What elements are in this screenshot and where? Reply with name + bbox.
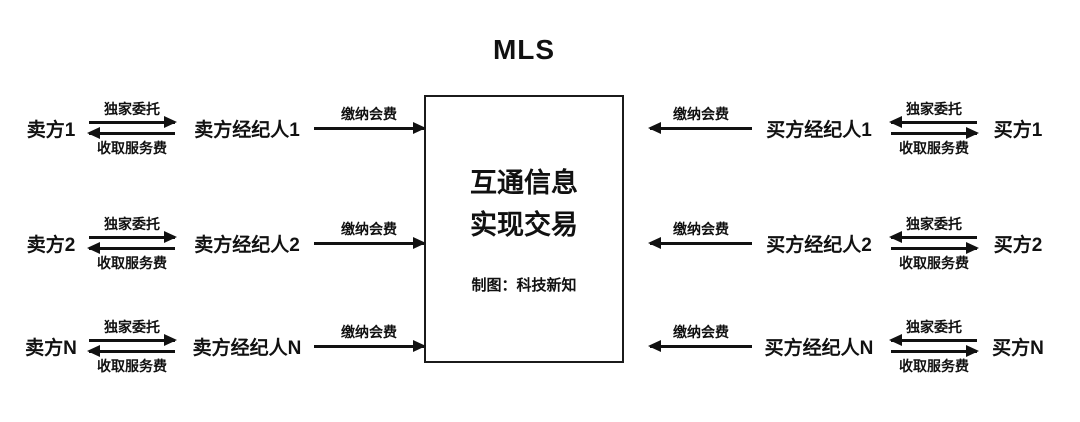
exclusive-commission-arrow-icon [891,338,977,342]
service-fee-label: 收取服务费 [899,357,969,374]
buyer-row-2: 缴纳会费 买方经纪人2 独家委托 收取服务费 买方2 [650,207,1050,279]
exclusive-commission-label: 独家委托 [104,215,160,232]
seller-row-n: 卖方N 独家委托 收取服务费 卖方经纪人N 缴纳会费 [22,310,424,382]
mls-box-line-1: 互通信息 [470,167,578,198]
mls-box-line-2: 实现交易 [470,209,578,240]
seller-label: 卖方1 [26,119,76,141]
seller-broker-label: 卖方经纪人N [192,337,302,359]
membership-fee-label: 缴纳会费 [673,323,729,340]
seller-broker-label: 卖方经纪人2 [194,234,300,256]
seller-broker-label: 卖方经纪人1 [194,119,300,141]
seller-label: 卖方2 [26,234,76,256]
seller-broker-exchange: 独家委托 收取服务费 [84,320,180,373]
buyer-label: 买方2 [993,234,1043,256]
membership-fee-edge: 缴纳会费 [650,107,752,130]
buyer-row-n: 缴纳会费 买方经纪人N 独家委托 收取服务费 买方N [650,310,1050,382]
diagram-title: MLS [492,34,556,65]
seller-label: 卖方N [25,337,77,359]
service-fee-label: 收取服务费 [97,357,167,374]
buyer-broker-label: 买方经纪人1 [766,119,872,141]
seller-row-1: 卖方1 独家委托 收取服务费 卖方经纪人1 缴纳会费 [22,92,424,164]
service-fee-label: 收取服务费 [97,139,167,156]
buyer-label: 买方N [992,337,1044,359]
exclusive-commission-label: 独家委托 [906,215,962,232]
buyer-broker-label: 买方经纪人N [764,337,874,359]
service-fee-label: 收取服务费 [899,254,969,271]
exclusive-commission-label: 独家委托 [906,318,962,335]
membership-fee-edge: 缴纳会费 [650,222,752,245]
exclusive-commission-label: 独家委托 [104,100,160,117]
membership-fee-edge: 缴纳会费 [314,325,424,348]
seller-broker-exchange: 独家委托 收取服务费 [84,102,180,155]
service-fee-label: 收取服务费 [97,254,167,271]
buyer-row-1: 缴纳会费 买方经纪人1 独家委托 收取服务费 买方1 [650,92,1050,164]
service-fee-arrow-icon [89,349,175,353]
service-fee-arrow-icon [89,131,175,135]
membership-fee-arrow-icon [314,241,424,245]
membership-fee-arrow-icon [314,344,424,348]
service-fee-arrow-icon [891,131,977,135]
membership-fee-label: 缴纳会费 [341,323,397,340]
service-fee-label: 收取服务费 [899,139,969,156]
mls-center-box: 互通信息 实现交易 制图：科技新知 [424,95,624,363]
membership-fee-edge: 缴纳会费 [314,222,424,245]
exclusive-commission-arrow-icon [89,338,175,342]
exclusive-commission-arrow-icon [89,120,175,124]
membership-fee-edge: 缴纳会费 [650,325,752,348]
buyer-broker-exchange: 独家委托 收取服务费 [886,102,982,155]
seller-row-2: 卖方2 独家委托 收取服务费 卖方经纪人2 缴纳会费 [22,207,424,279]
buyer-broker-label: 买方经纪人2 [766,234,872,256]
seller-broker-exchange: 独家委托 收取服务费 [84,217,180,270]
buyer-label: 买方1 [993,119,1043,141]
buyer-broker-exchange: 独家委托 收取服务费 [886,217,982,270]
exclusive-commission-arrow-icon [89,235,175,239]
membership-fee-label: 缴纳会费 [341,220,397,237]
exclusive-commission-label: 独家委托 [104,318,160,335]
membership-fee-label: 缴纳会费 [673,220,729,237]
credit-label: 制图：科技新知 [471,277,577,295]
membership-fee-arrow-icon [650,241,752,245]
exclusive-commission-arrow-icon [891,120,977,124]
exclusive-commission-arrow-icon [891,235,977,239]
membership-fee-arrow-icon [650,126,752,130]
membership-fee-label: 缴纳会费 [341,105,397,122]
service-fee-arrow-icon [89,246,175,250]
buyer-broker-exchange: 独家委托 收取服务费 [886,320,982,373]
exclusive-commission-label: 独家委托 [906,100,962,117]
membership-fee-arrow-icon [314,126,424,130]
service-fee-arrow-icon [891,246,977,250]
membership-fee-label: 缴纳会费 [673,105,729,122]
membership-fee-arrow-icon [650,344,752,348]
service-fee-arrow-icon [891,349,977,353]
membership-fee-edge: 缴纳会费 [314,107,424,130]
